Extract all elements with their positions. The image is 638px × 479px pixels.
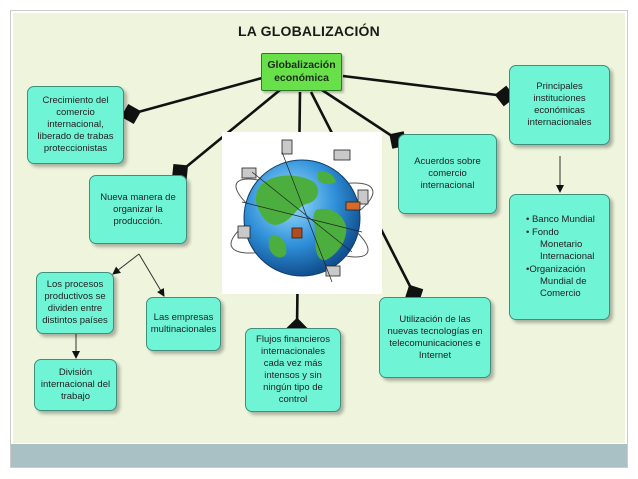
globalizacion-economica-label: Globalización económica [267,59,336,84]
globalizacion-economica-node: Globalización económica [261,53,342,91]
tecnologias-label: Utilización de las nuevas tecnologías en… [387,313,483,361]
empresas-label: Las empresas multinacionales [150,312,217,335]
page-title: LA GLOBALIZACIÓN [238,23,380,39]
globe-icon [230,139,374,283]
globe-illustration [222,132,382,294]
acuerdos-node: Acuerdos sobre comercio internacional [398,134,497,214]
connector-instituciones [342,74,516,107]
nueva-manera-node: Nueva manera de organizar la producción. [89,175,187,244]
flujos-node: Flujos financieros internacionales cada … [245,328,341,412]
procesos-label: Los procesos productivos se dividen entr… [42,279,108,326]
organismo-item: • Fondo Monetario Internacional [526,226,595,262]
empresas-node: Las empresas multinacionales [146,297,221,351]
connector-nueva-manera [171,88,281,181]
connector-acuerdos [321,88,407,149]
instituciones-node: Principales instituciones económicas int… [509,65,610,145]
connector-procesos [112,253,140,275]
organismos-list: • Banco Mundial • Fondo Monetario Intern… [518,214,601,301]
procesos-node: Los procesos productivos se dividen entr… [36,272,114,334]
crecimiento-label: Crecimiento del comercio internacional, … [37,95,114,154]
organismo-item: • Banco Mundial [526,213,595,225]
connector-crecimiento [120,76,263,125]
footer-bar [11,444,627,467]
nueva-manera-label: Nueva manera de organizar la producción. [100,191,176,227]
organismos-node: • Banco Mundial • Fondo Monetario Intern… [509,194,610,320]
crecimiento-node: Crecimiento del comercio internacional, … [27,86,124,164]
instituciones-label: Principales instituciones económicas int… [527,81,592,128]
flujos-label: Flujos financieros internacionales cada … [256,334,330,405]
acuerdos-label: Acuerdos sobre comercio internacional [414,156,481,191]
division-label: División internacional del trabajo [40,367,111,402]
tecnologias-node: Utilización de las nuevas tecnologías en… [379,297,491,378]
organismo-item: •Organización Mundial de Comercio [526,263,587,299]
division-node: División internacional del trabajo [34,359,117,411]
connector-empresas [138,253,165,297]
